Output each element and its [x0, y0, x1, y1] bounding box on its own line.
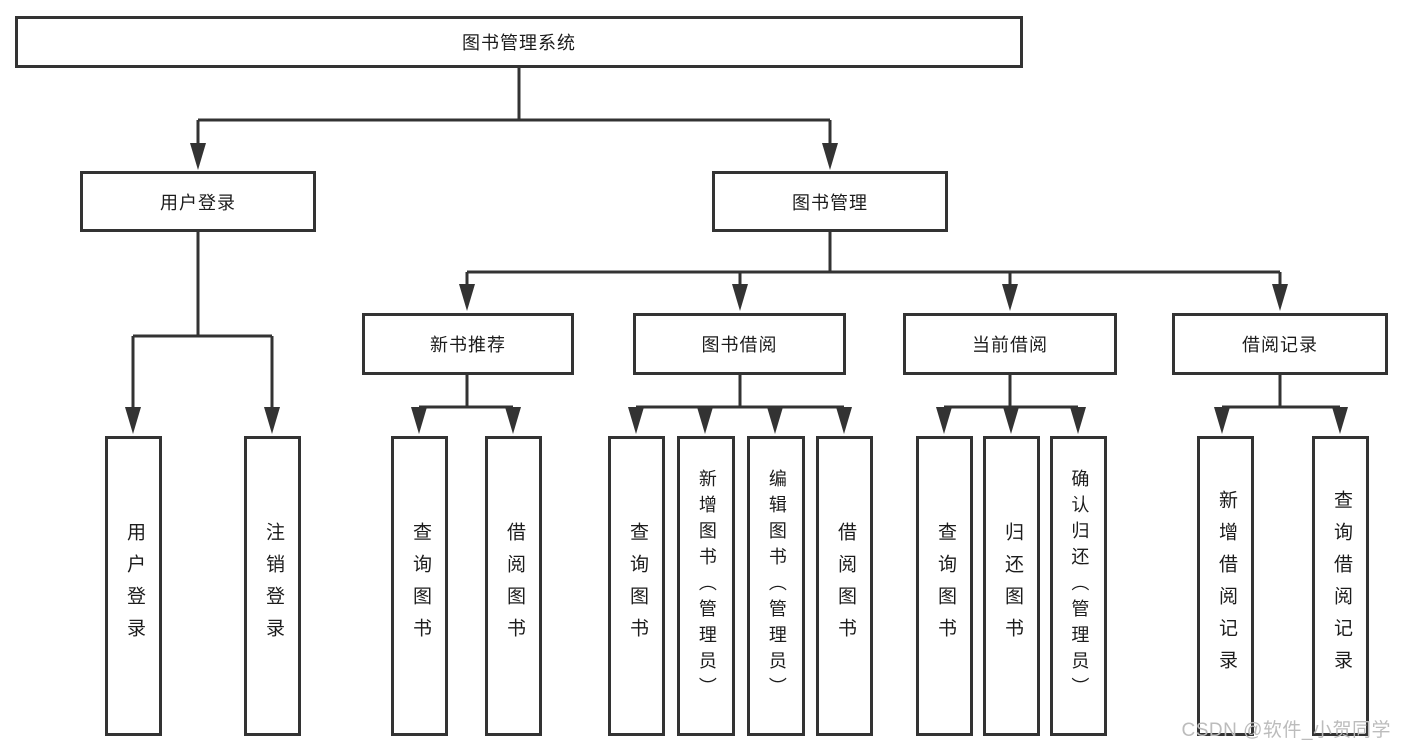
leaf-edit-book-admin: 编辑图书（管理员） [747, 436, 805, 736]
leaf-add-borrow-record: 新增借阅记录 [1197, 436, 1254, 736]
leaf-return-book-label: 归还图书 [1001, 522, 1023, 650]
leaf-confirm-return-admin-label: 确认归还（管理员） [1069, 469, 1090, 703]
leaf-add-book-admin: 新增图书（管理员） [677, 436, 735, 736]
leaf-edit-book-admin-label: 编辑图书（管理员） [766, 469, 787, 703]
leaf-search-books-borrow: 查询图书 [608, 436, 665, 736]
node-user-login: 用户登录 [80, 171, 316, 232]
leaf-search-books-current-label: 查询图书 [934, 522, 956, 650]
leaf-logout: 注销登录 [244, 436, 301, 736]
leaf-borrow-books-recommend: 借阅图书 [485, 436, 542, 736]
leaf-user-login-label: 用户登录 [123, 522, 145, 650]
leaf-borrow-books-recommend-label: 借阅图书 [503, 522, 525, 650]
leaf-search-borrow-record-label: 查询借阅记录 [1330, 490, 1352, 682]
node-root: 图书管理系统 [15, 16, 1023, 68]
watermark: CSDN @软件_小贺同学 [1181, 720, 1391, 741]
leaf-user-login: 用户登录 [105, 436, 162, 736]
node-new-book-recommend: 新书推荐 [362, 313, 574, 375]
node-book-borrow: 图书借阅 [633, 313, 846, 375]
leaf-borrow-books-borrow: 借阅图书 [816, 436, 873, 736]
leaf-add-borrow-record-label: 新增借阅记录 [1215, 490, 1237, 682]
leaf-logout-label: 注销登录 [262, 522, 284, 650]
leaf-search-books-recommend: 查询图书 [391, 436, 448, 736]
leaf-return-book: 归还图书 [983, 436, 1040, 736]
node-book-management: 图书管理 [712, 171, 948, 232]
leaf-search-books-recommend-label: 查询图书 [409, 522, 431, 650]
leaf-search-books-current: 查询图书 [916, 436, 973, 736]
leaf-confirm-return-admin: 确认归还（管理员） [1050, 436, 1107, 736]
leaf-search-borrow-record: 查询借阅记录 [1312, 436, 1369, 736]
leaf-add-book-admin-label: 新增图书（管理员） [696, 469, 717, 703]
leaf-search-books-borrow-label: 查询图书 [626, 522, 648, 650]
node-borrow-records: 借阅记录 [1172, 313, 1388, 375]
leaf-borrow-books-borrow-label: 借阅图书 [834, 522, 856, 650]
node-current-borrow: 当前借阅 [903, 313, 1117, 375]
